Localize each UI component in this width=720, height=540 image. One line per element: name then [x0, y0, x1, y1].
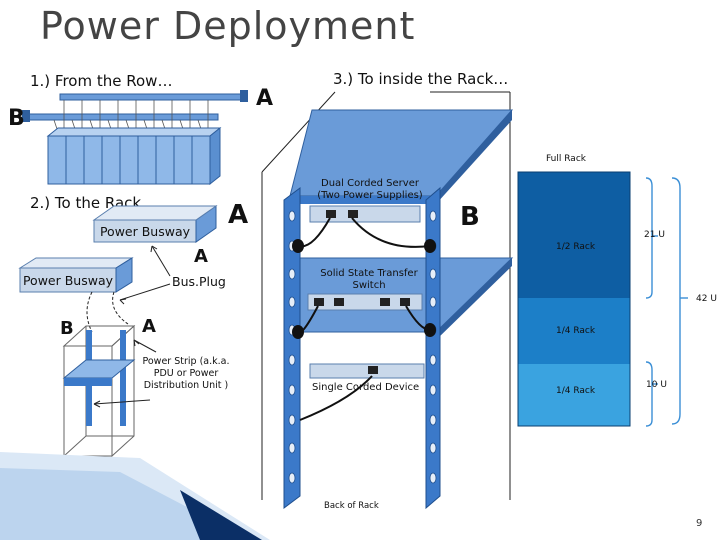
power-busway-label-1: Power Busway [99, 223, 191, 239]
inside-rack-diagram [261, 91, 514, 510]
single-corded-device-label: Single Corded Device [312, 382, 420, 393]
full-rack-label: Full Rack [546, 154, 586, 164]
page-title: Power Deployment [40, 4, 416, 48]
u21-label: 21 U [644, 230, 665, 240]
rack-levels-chart [517, 171, 688, 427]
page-number: 9 [696, 518, 703, 529]
ssts-label: Solid State Transfer Switch [320, 268, 418, 291]
letter-row-b: B [8, 106, 25, 131]
quarter-rack-label-1: 1/4 Rack [556, 326, 596, 336]
dual-corded-server-label: Dual Corded Server (Two Power Supplies) [317, 178, 423, 201]
letter-rack-a-busplug: A [194, 246, 208, 267]
power-busway-label-2: Power Busway [22, 272, 114, 288]
letter-row-a: A [256, 86, 274, 111]
quarter-rack-label-2: 1/4 Rack [556, 386, 596, 396]
u10-label: 10 U [646, 380, 667, 390]
letter-rack-a-pdu: A [142, 316, 156, 337]
row-busway-diagram [22, 90, 248, 186]
letter-inside-b: B [460, 202, 480, 232]
section-row-heading: 1.) From the Row… [30, 72, 173, 90]
busplug-label: Bus.Plug [172, 274, 226, 289]
section-inside-heading: 3.) To inside the Rack… [333, 70, 509, 88]
letter-rack-a: A [228, 200, 249, 230]
u42-label: 42 U [696, 294, 717, 304]
corner-swoosh [0, 452, 270, 540]
letter-rack-b: B [60, 318, 74, 339]
back-of-rack-label: Back of Rack [324, 501, 379, 511]
half-rack-label: 1/2 Rack [556, 242, 596, 252]
rack-busway-diagram [18, 205, 218, 458]
power-strip-label: Power Strip (a.k.a. PDU or Power Distrib… [142, 356, 230, 391]
